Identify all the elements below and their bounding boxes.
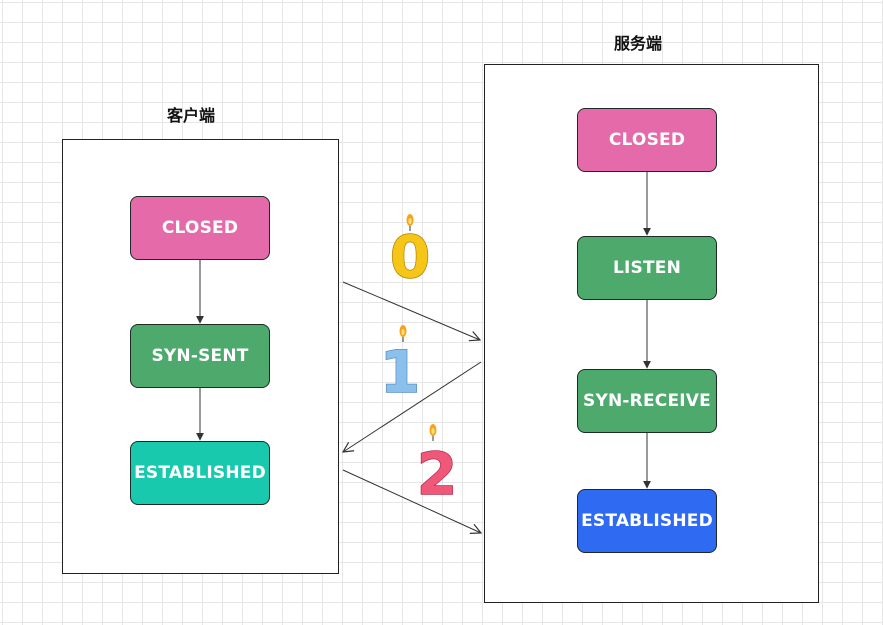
server-state-established[interactable]: ESTABLISHED (577, 489, 717, 553)
server-state-syn-receive[interactable]: SYN-RECEIVE (577, 369, 717, 433)
handshake-arrow-step-2 (342, 469, 481, 533)
handshake-arrow-step-0 (342, 281, 480, 340)
client-state-closed[interactable]: CLOSED (130, 196, 270, 260)
handshake-step-0-number: 0 (390, 223, 430, 291)
handshake-arrow-step-1 (343, 361, 482, 452)
handshake-step-1-number: 1 (380, 338, 420, 406)
server-state-closed[interactable]: CLOSED (577, 108, 717, 172)
client-state-syn-sent[interactable]: SYN-SENT (130, 324, 270, 388)
server-title: 服务端 (614, 34, 663, 53)
client-title: 客户端 (167, 106, 216, 125)
candle-flame-icon (406, 214, 414, 231)
server-state-listen[interactable]: LISTEN (577, 236, 717, 300)
client-state-established[interactable]: ESTABLISHED (130, 441, 270, 505)
candle-flame-icon (429, 424, 437, 441)
handshake-step-2-number: 2 (417, 440, 457, 508)
candle-flame-icon (399, 325, 407, 342)
